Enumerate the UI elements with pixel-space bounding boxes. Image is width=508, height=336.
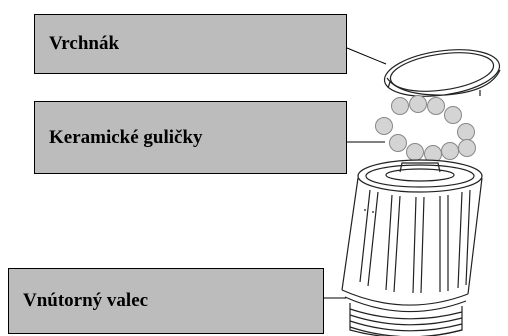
- leader-line-lid: [346, 47, 387, 65]
- label-inner-cylinder: Vnútorný valec: [8, 268, 324, 334]
- inner-cylinder-icon: [341, 159, 483, 336]
- label-ceramic-balls-text: Keramické guličky: [49, 126, 203, 148]
- lid-icon: [383, 49, 501, 97]
- ceramic-balls-icon: [375, 95, 476, 163]
- label-ceramic-balls: Keramické guličky: [34, 101, 347, 174]
- label-lid-text: Vrchnák: [49, 33, 120, 54]
- label-lid: Vrchnák: [34, 14, 347, 74]
- label-inner-cylinder-text: Vnútorný valec: [23, 290, 149, 311]
